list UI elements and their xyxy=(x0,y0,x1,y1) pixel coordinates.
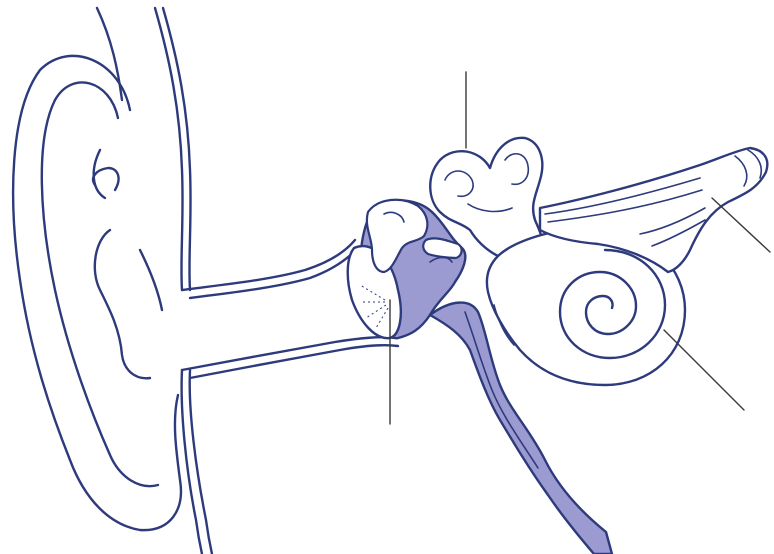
ear-diagram xyxy=(0,0,774,554)
